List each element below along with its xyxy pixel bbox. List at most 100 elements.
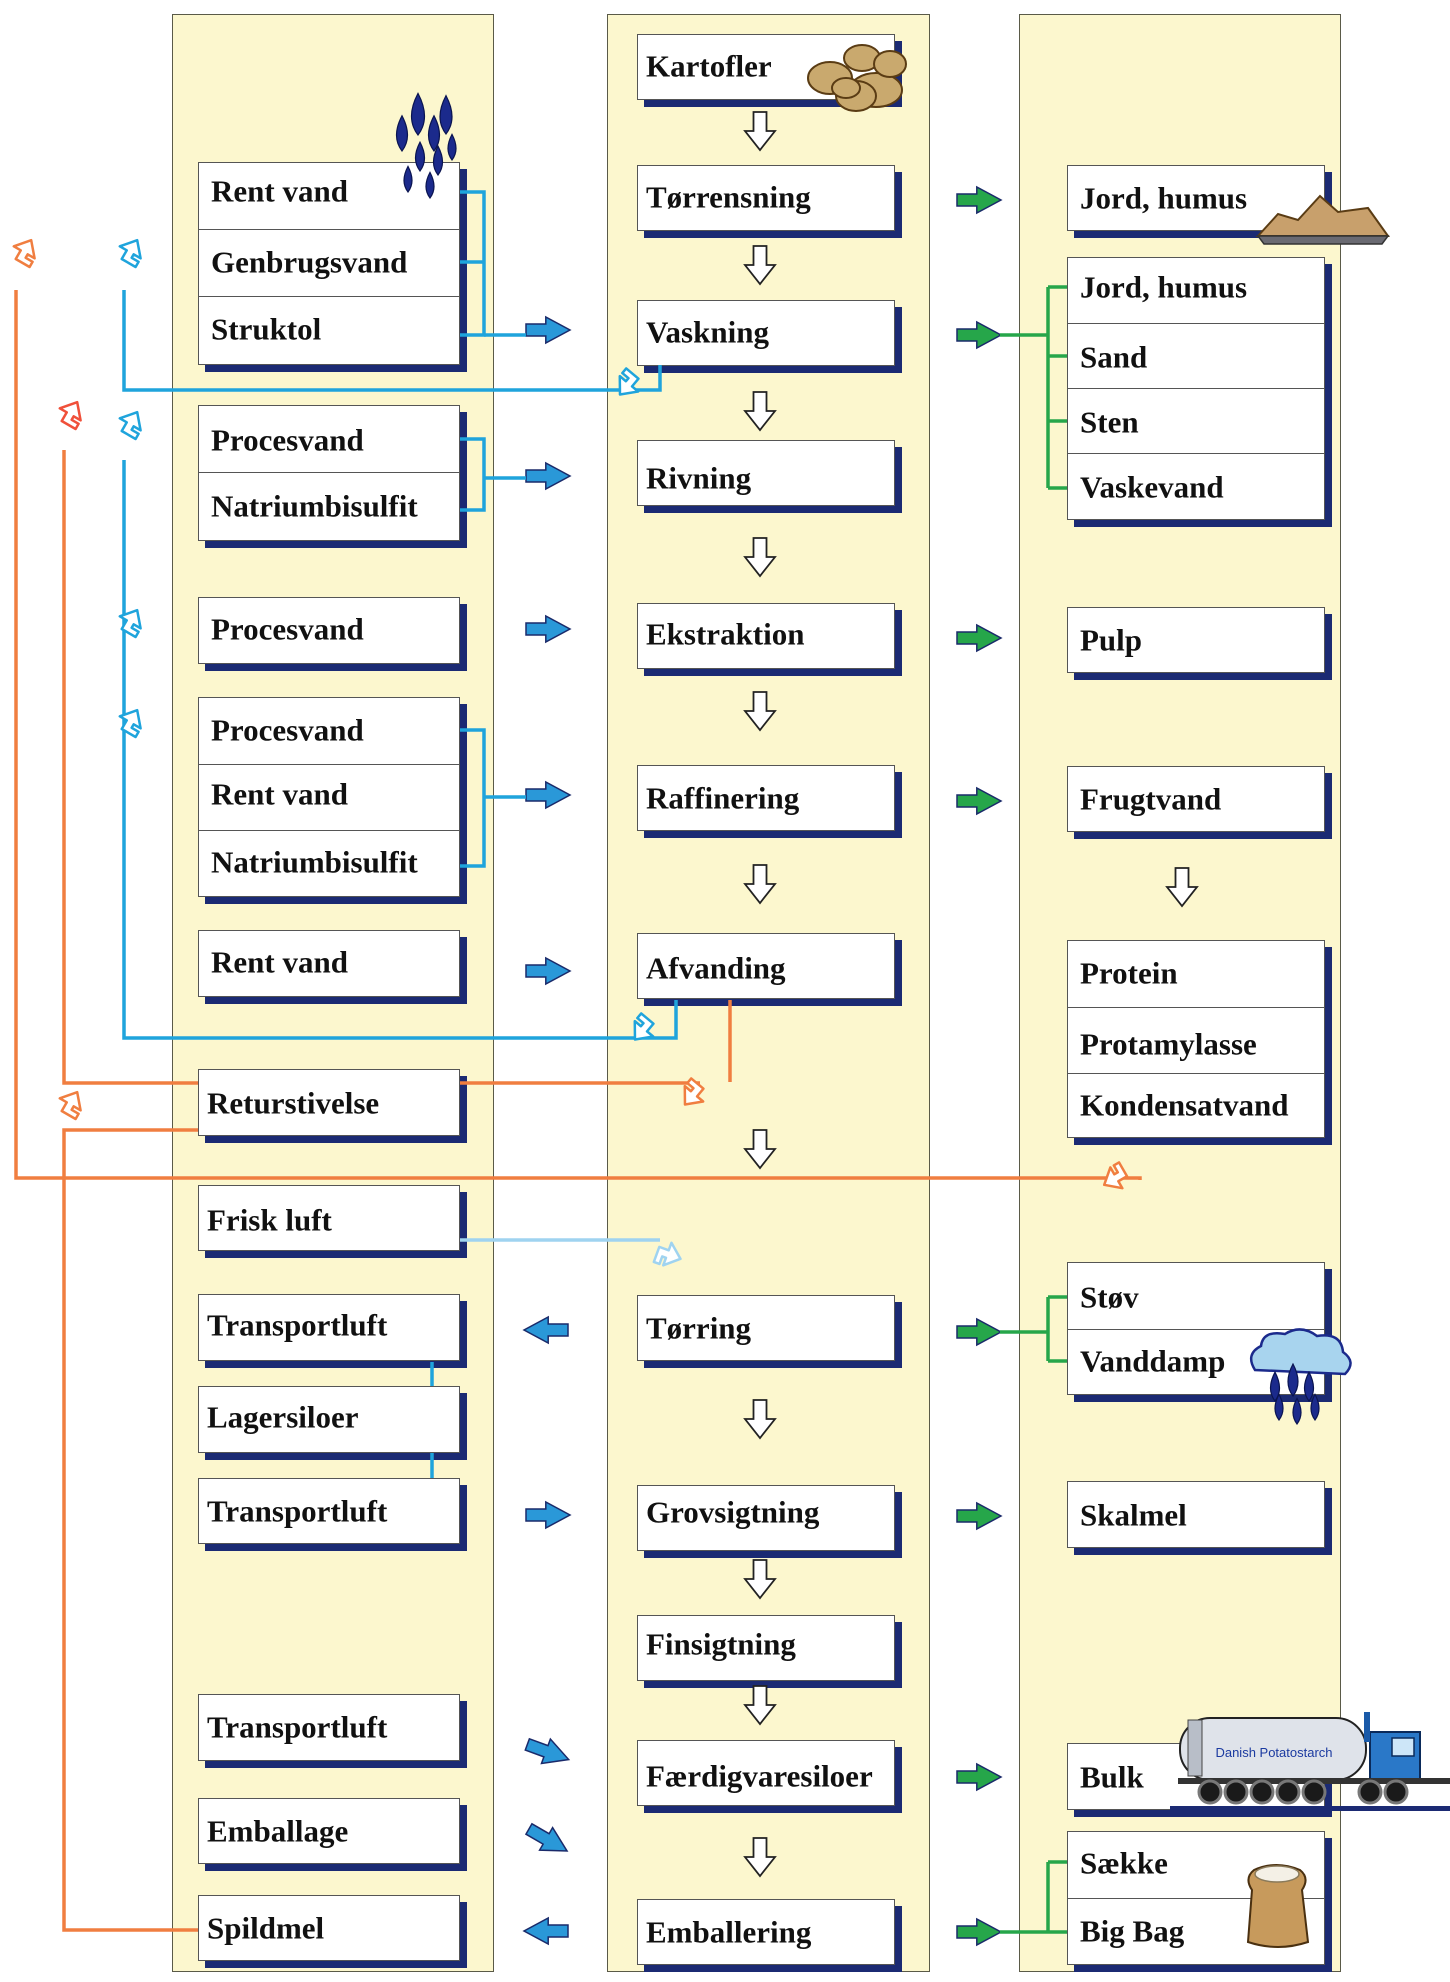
cloud-shape (1249, 1328, 1352, 1376)
water-drops-icon (395, 92, 457, 199)
input-box: Transportluft (198, 1694, 460, 1761)
output-arrow-icon-group (956, 623, 1003, 653)
input-arrow-icon-group (524, 1737, 571, 1765)
flow-down-arrow-icon (743, 537, 777, 578)
truck-wheel (1223, 1779, 1249, 1805)
output-arrow-icon (956, 1501, 1003, 1531)
output-arrow-icon-group (956, 1917, 1003, 1947)
process-label-ekstraktion: Ekstraktion (646, 616, 805, 652)
truck-wheel (1301, 1779, 1327, 1805)
sack-shape (1246, 1864, 1310, 1948)
process-box-emballering: Emballering (637, 1899, 895, 1965)
truck-wheel (1197, 1779, 1223, 1805)
output-label-pulp: Pulp (1080, 622, 1143, 658)
output-arrow-icon (956, 1917, 1003, 1947)
truck-wheel (1275, 1779, 1301, 1805)
input-label-spildmel: Spildmel (207, 1910, 325, 1946)
potato-icon (807, 44, 907, 112)
tanker-truck-icon: Danish Potatostarch (1170, 1712, 1450, 1811)
output-arrow-icon (956, 185, 1003, 215)
input-label-transportluft: Transportluft (207, 1493, 388, 1529)
road-line (1170, 1806, 1450, 1811)
output-arrow-icon-group (956, 786, 1003, 816)
output-label-big-bag: Big Bag (1080, 1913, 1185, 1949)
soil-gravel-shape (1256, 235, 1390, 245)
input-box: Lagersiloer (198, 1386, 460, 1453)
input-label-lagersiloer: Lagersiloer (207, 1399, 359, 1435)
row-divider (199, 764, 459, 765)
flow-down-arrow-icon (743, 1685, 777, 1726)
input-arrow-icon (525, 1500, 572, 1530)
input-arrow-icon-group (525, 780, 572, 810)
flow-down-arrow-icon (743, 1559, 777, 1600)
water-recycle-line (122, 290, 662, 392)
process-box-rivning: Rivning (637, 440, 895, 506)
water-drop (1269, 1370, 1281, 1402)
truck-wheel (1383, 1779, 1409, 1805)
recycle-hook-icon (1102, 1161, 1129, 1190)
sack-flour (1254, 1865, 1300, 1883)
truck-window (1391, 1737, 1415, 1757)
input-arrow-icon (525, 461, 572, 491)
water-drop (410, 92, 426, 136)
rain-cloud-icon (1249, 1328, 1352, 1425)
output-box: Skalmel (1067, 1481, 1325, 1548)
input-label-procesvand: Procesvand (211, 712, 364, 748)
process-label-faerdigvaresiloer: Færdigvaresiloer (646, 1758, 873, 1794)
water-drop (432, 144, 444, 176)
water-recycle-line (122, 460, 678, 1040)
recycle-hook-icon-group (12, 238, 36, 269)
water-drop (1287, 1362, 1299, 1397)
flow-down-arrow-icon (743, 111, 777, 152)
recycle-hook-icon (58, 400, 82, 431)
process-box-grovsigtning: Grovsigtning (637, 1485, 895, 1551)
output-label-protamylasse: Protamylasse (1080, 1026, 1257, 1062)
output-label-frugtvand: Frugtvand (1080, 781, 1222, 817)
process-box-toerring: Tørring (637, 1295, 895, 1361)
input-label-frisk-luft: Frisk luft (207, 1202, 332, 1238)
flow-down-arrow-icon (743, 1399, 777, 1440)
output-box: Frugtvand (1067, 766, 1325, 832)
input-box: Spildmel (198, 1895, 460, 1961)
water-bracket-line (460, 728, 486, 868)
recycle-hook-icon (683, 1077, 705, 1106)
truck-wheel (1249, 1779, 1275, 1805)
recycle-hook-icon-group (633, 1012, 655, 1041)
input-label-rent-vand: Rent vand (211, 173, 348, 209)
recycle-hook-icon-group (652, 1241, 682, 1267)
output-arrow-icon-group (956, 1762, 1003, 1792)
process-label-rivning: Rivning (646, 460, 752, 496)
process-box-finsigtning: Finsigtning (637, 1615, 895, 1681)
input-label-transportluft: Transportluft (207, 1307, 388, 1343)
output-arrow-icon (956, 623, 1003, 653)
water-drop (439, 94, 453, 135)
row-divider (199, 229, 459, 230)
starch-recycle-line (62, 1128, 198, 1932)
recycle-hook-icon-group (58, 400, 82, 431)
recycle-hook-icon (118, 708, 142, 739)
output-label-sand: Sand (1080, 339, 1148, 375)
process-label-kartofler: Kartofler (646, 48, 772, 84)
input-arrow-icon-group (525, 1500, 572, 1530)
recycle-hook-icon-group (683, 1077, 705, 1106)
input-label-genbrugsvand: Genbrugsvand (211, 244, 408, 280)
water-drop (1292, 1397, 1302, 1425)
output-label-stoev: Støv (1080, 1279, 1139, 1315)
input-box: Transportluft (198, 1478, 460, 1544)
recycle-hook-icon (618, 367, 640, 396)
recycle-hook-icon-group (58, 1090, 82, 1121)
process-box-ekstraktion: Ekstraktion (637, 603, 895, 669)
spill-arrow-icon-group (522, 1916, 569, 1946)
input-label-procesvand: Procesvand (211, 611, 364, 647)
input-label-natriumbisulfit: Natriumbisulfit (211, 488, 418, 524)
process-label-grovsigtning: Grovsigtning (646, 1494, 820, 1530)
input-arrow-icon-group (524, 1822, 569, 1852)
soil-pile-shape (1255, 194, 1390, 237)
output-label-protein: Protein (1080, 955, 1178, 991)
output-arrow-icon (956, 786, 1003, 816)
input-label-transportluft: Transportluft (207, 1709, 388, 1745)
flow-down-arrow-icon (743, 1129, 777, 1170)
